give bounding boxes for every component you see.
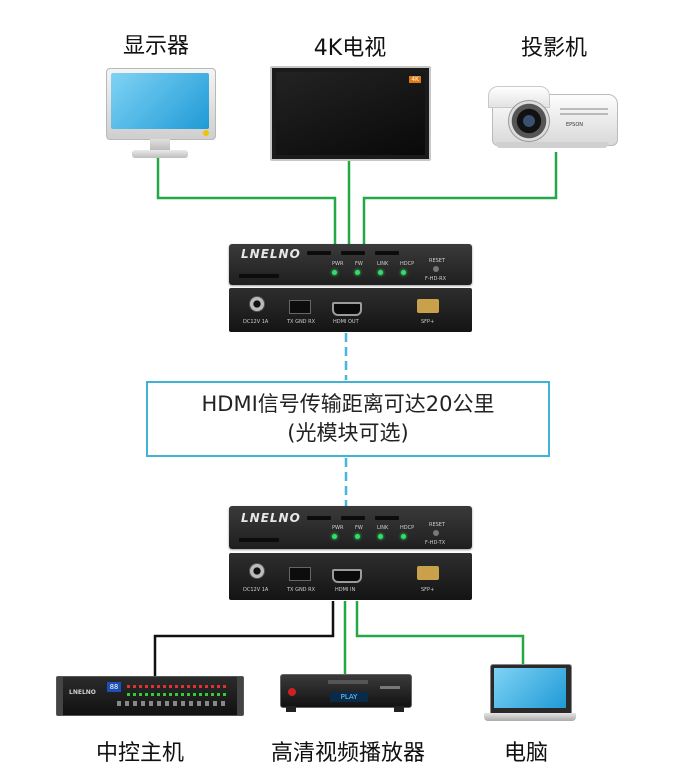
monitor-label: 显示器 (122, 34, 189, 59)
receiver-hdmi-label: HDMI OUT (333, 319, 359, 325)
player-icon: PLAY (280, 674, 412, 714)
receiver-reset-button[interactable] (433, 266, 439, 272)
transmitter-model: F-HD-TX (425, 540, 446, 546)
transmitter-power-label: DC12V 1A (243, 587, 269, 593)
receiver-ind-4: HDCP (400, 261, 415, 267)
projector-link-line (362, 152, 558, 244)
transmitter-reset-button[interactable] (433, 530, 439, 536)
monitor-icon (106, 68, 216, 160)
controller-icon: LNELNO 88 (56, 676, 244, 716)
transmitter-ind-4: HDCP (400, 525, 415, 531)
transmitter-serial-port (289, 567, 311, 581)
controller-label: 中控主机 (95, 741, 184, 766)
computer-label: 电脑 (503, 741, 548, 766)
transmitter-led-2 (355, 534, 360, 539)
controller-link-line (153, 601, 335, 676)
transmitter-sfp-port (417, 566, 439, 580)
receiver-ind-1: PWR (332, 261, 344, 267)
controller-brand: LNELNO (69, 689, 96, 696)
receiver-led-2 (355, 270, 360, 275)
transmission-info-box: HDMI信号传输距离可达20公里 (光模块可选) (146, 381, 550, 457)
receiver-ind-3: LINK (377, 261, 389, 267)
tv-4k-badge: 4K (409, 76, 421, 83)
transmitter-rear-panel: DC12V 1A TX GND RX HDMI IN SFP+ (229, 553, 472, 600)
player-screen: PLAY (330, 692, 368, 702)
transmitter-power-port (249, 563, 265, 579)
transmitter-reset-label: RESET (429, 522, 446, 528)
receiver-sfp-port (417, 299, 439, 313)
player-label: 高清视频播放器 (270, 741, 425, 766)
receiver-sfp-label: SFP+ (421, 319, 435, 325)
computer-link-line (355, 601, 525, 664)
transmitter-led-4 (401, 534, 406, 539)
transmitter-ind-2: FW (355, 525, 363, 531)
controller-display: 88 (107, 682, 121, 692)
transmission-info-line1: HDMI信号传输距离可达20公里 (201, 392, 495, 416)
transmitter-led-3 (378, 534, 383, 539)
receiver-reset-label: RESET (429, 258, 446, 264)
transmitter-ind-3: LINK (377, 525, 389, 531)
receiver-rear-panel: DC12V 1A TX GND RX HDMI OUT SFP+ (229, 288, 472, 332)
transmitter-top-panel: LNELNO PWR FW LINK HDCP RESET F-HD-TX (229, 506, 472, 549)
receiver-model: F-HD-RX (425, 276, 446, 282)
receiver-serial-label: TX GND RX (287, 319, 316, 325)
receiver-brand: LNELNO (241, 247, 301, 261)
monitor-link-line (156, 158, 337, 244)
receiver-power-port (249, 296, 265, 312)
receiver-top-panel: LNELNO PWR FW LINK HDCP RESET F-HD-RX (229, 244, 472, 285)
projector-icon: EPSON (488, 86, 620, 152)
transmission-info-line2: (光模块可选) (287, 421, 409, 445)
transmitter-brand: LNELNO (241, 511, 301, 525)
receiver-power-label: DC12V 1A (243, 319, 269, 325)
transmitter-led-1 (332, 534, 337, 539)
receiver-led-4 (401, 270, 406, 275)
laptop-icon (484, 664, 580, 726)
transmitter-hdmi-label: HDMI IN (335, 587, 356, 593)
transmitter-hdmi-port (332, 569, 362, 583)
tv-icon: 4K (270, 66, 431, 161)
projector-label: 投影机 (520, 36, 587, 61)
transmitter-sfp-label: SFP+ (421, 587, 435, 593)
receiver-hdmi-port (332, 302, 362, 316)
receiver-ind-2: FW (355, 261, 363, 267)
receiver-serial-port (289, 300, 311, 314)
receiver-led-1 (332, 270, 337, 275)
tv-label: 4K电视 (313, 36, 387, 61)
projector-model: EPSON (566, 122, 584, 128)
receiver-led-3 (378, 270, 383, 275)
transmitter-ind-1: PWR (332, 525, 344, 531)
transmitter-serial-label: TX GND RX (287, 587, 316, 593)
